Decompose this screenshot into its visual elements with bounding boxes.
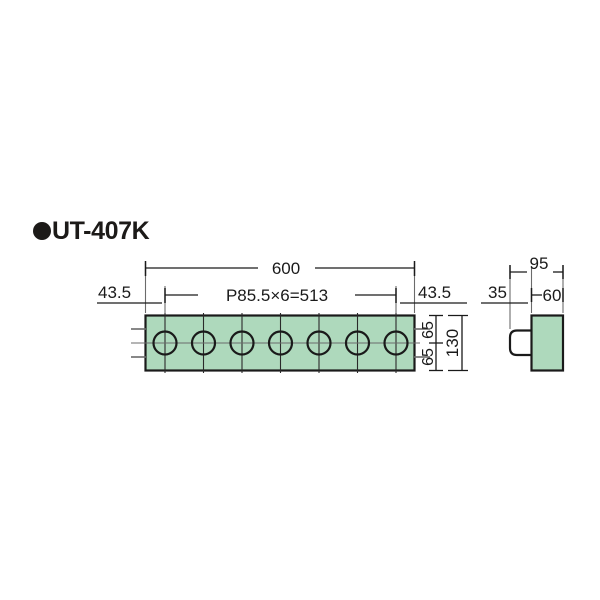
dim-height-total-label: 130 — [443, 329, 462, 357]
bullet-icon — [33, 222, 51, 240]
dim-height-upper-label: 65 — [420, 321, 437, 339]
dim-side-tab-label: 35 — [488, 283, 507, 302]
dim-pitch: P85.5×6=513 — [164, 286, 397, 305]
left-height-ticks — [131, 328, 146, 358]
dim-height-chain: 65 65 — [420, 314, 443, 372]
dim-left-margin: 43.5 — [97, 283, 162, 304]
front-view: 600 P85.5×6=513 43.5 43.5 — [97, 259, 468, 373]
right-height-ticks — [414, 328, 430, 358]
side-body-rect — [530, 314, 565, 372]
side-tab-shape — [508, 329, 534, 357]
side-view: 95 60 35 — [481, 254, 565, 372]
dim-overall-width: 600 — [144, 259, 416, 278]
dim-height-total: 130 — [443, 314, 468, 372]
dim-height-lower-label: 65 — [420, 348, 437, 366]
dim-side-overall-label: 95 — [530, 254, 549, 273]
dim-side-body-label: 60 — [543, 286, 562, 305]
product-model-label: UT-407K — [52, 216, 150, 245]
dim-side-tab: 35 — [481, 283, 528, 304]
dim-left-margin-label: 43.5 — [98, 283, 131, 302]
dim-overall-width-label: 600 — [272, 259, 300, 278]
dim-right-margin: 43.5 — [400, 283, 467, 304]
hole-circles — [152, 330, 409, 356]
dim-side-overall: 95 — [509, 254, 564, 279]
dim-side-body: 60 — [530, 286, 564, 305]
page-title: UT-407K — [33, 216, 150, 246]
dim-right-margin-label: 43.5 — [418, 283, 451, 302]
dim-pitch-label: P85.5×6=513 — [226, 286, 328, 305]
